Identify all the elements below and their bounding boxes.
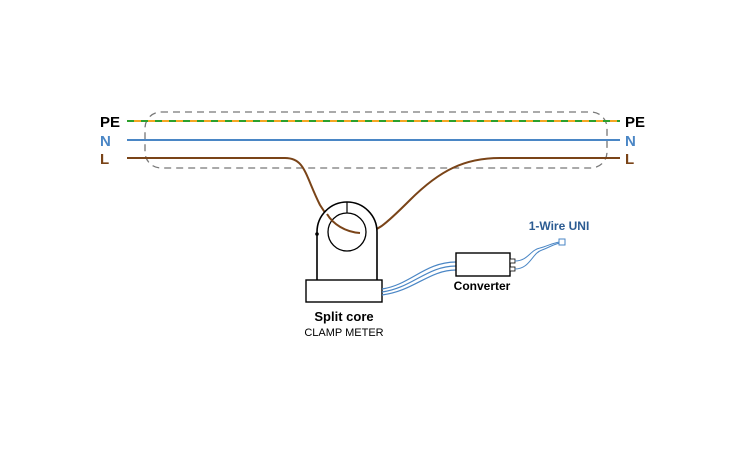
- converter-label: Converter: [454, 279, 511, 293]
- l-label-left: L: [100, 151, 109, 168]
- converter-box: [455, 252, 511, 277]
- clamp-title: Split core: [314, 309, 373, 324]
- onewire-connector: [558, 238, 566, 246]
- onewire-label: 1-Wire UNI: [529, 219, 590, 233]
- pe-label-right: PE: [625, 114, 645, 131]
- clamp-to-converter-cable-3: [381, 269, 457, 296]
- split-core-clamp-meter: [305, 201, 383, 303]
- clamp-hinge: [315, 232, 319, 236]
- onewire-cable-2: [514, 242, 561, 270]
- n-label-right: N: [625, 133, 636, 150]
- converter-port-2: [509, 266, 516, 272]
- onewire-cable: [514, 241, 561, 262]
- l-label-right: L: [625, 151, 634, 168]
- l-wire-through-clamp: [326, 213, 361, 234]
- converter-port-1: [509, 258, 516, 264]
- clamp-core-opening: [327, 212, 367, 252]
- pe-label-left: PE: [100, 114, 120, 131]
- clamp-to-converter-cable-2: [381, 265, 457, 293]
- n-label-left: N: [100, 133, 111, 150]
- clamp-subtitle: CLAMP METER: [304, 327, 383, 339]
- clamp-meter-body: [305, 279, 383, 303]
- clamp-to-converter-cable: [381, 261, 457, 290]
